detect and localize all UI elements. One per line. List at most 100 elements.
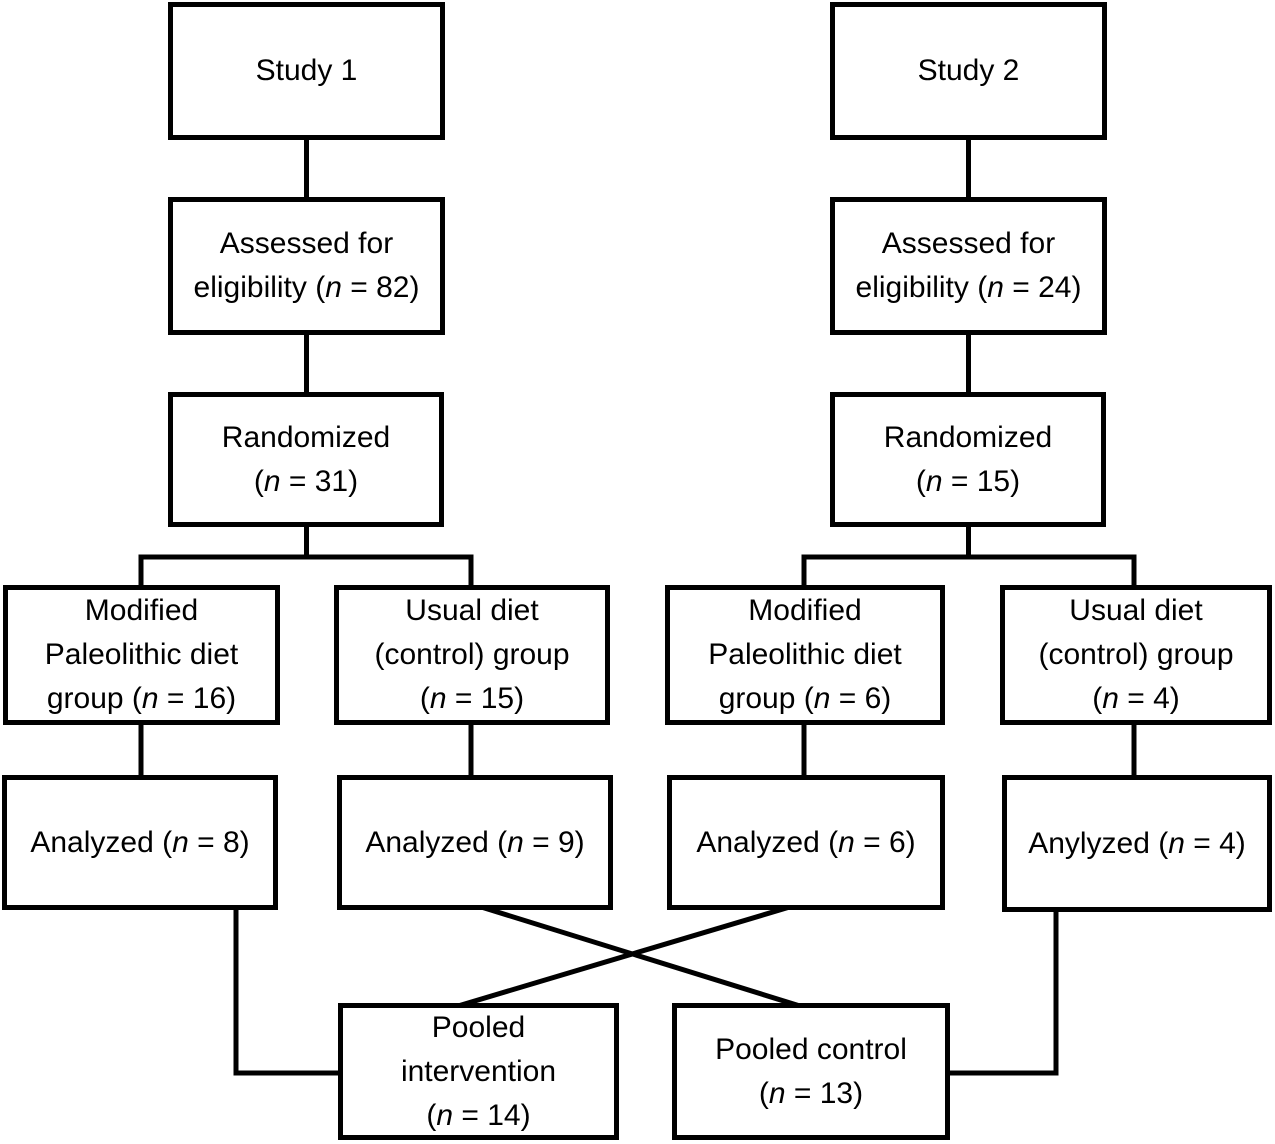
node-text-line: (n = 14) (426, 1094, 530, 1138)
label-text: = 4) (1184, 826, 1246, 860)
n-variable: n (987, 271, 1004, 304)
n-variable: n (813, 682, 831, 715)
label-text: Randomized (221, 420, 391, 454)
edge-analyzed4-to-pooled-control (946, 906, 1059, 1076)
label-text: intervention (400, 1054, 557, 1088)
node-text-line: Assessed for (220, 222, 393, 266)
node-analyzed-control-study2: Anylyzed (n = 4) (1002, 775, 1272, 912)
node-text-line: group (n = 16) (47, 677, 236, 721)
label-text: (control) group (374, 638, 570, 671)
n-variable: n (172, 825, 189, 859)
label-text: ( (758, 1076, 769, 1110)
label-text: Paleolithic diet (708, 638, 902, 671)
label-text: = 6) (854, 825, 916, 859)
node-text-line: Modified (748, 589, 861, 633)
label-text: = 9) (523, 825, 585, 859)
node-assessed-eligibility-study2: Assessed for eligibility (n = 24) (830, 197, 1107, 335)
node-text-line: (n = 4) (1092, 677, 1180, 721)
label-text: Randomized (883, 420, 1053, 454)
label-text: Analyzed ( (696, 825, 839, 859)
label-text: ( (419, 682, 430, 715)
node-usual-diet-group-study1: Usual diet (control) group (n = 15) (334, 585, 610, 725)
node-analyzed-control-study1: Analyzed (n = 9) (337, 775, 613, 910)
node-pooled-intervention: Pooled intervention (n = 14) (338, 1003, 619, 1140)
label-text: = 4) (1118, 682, 1180, 715)
node-text-line: intervention (401, 1050, 556, 1094)
label-text: ( (426, 1098, 437, 1132)
label-text: Study 2 (917, 54, 1020, 87)
node-analyzed-paleo-study1: Analyzed (n = 8) (2, 775, 278, 910)
node-paleo-diet-group-study2: Modified Paleolithic diet group (n = 6) (665, 585, 945, 725)
label-text: group ( (46, 682, 142, 715)
n-variable: n (429, 682, 447, 715)
node-text-line: eligibility (n = 24) (856, 266, 1082, 310)
node-study1: Study 1 (168, 2, 445, 140)
label-text: = 24) (1003, 271, 1082, 304)
n-variable: n (838, 825, 855, 859)
node-text-line: (n = 15) (916, 460, 1020, 504)
label-text: Modified (748, 594, 862, 627)
n-variable: n (1168, 826, 1185, 860)
n-variable: n (768, 1076, 786, 1110)
node-text-line: Pooled (432, 1006, 525, 1050)
n-variable: n (436, 1098, 454, 1132)
n-variable: n (507, 825, 524, 859)
n-variable: n (141, 682, 159, 715)
node-study2: Study 2 (830, 2, 1107, 140)
node-text-line: (control) group (374, 633, 569, 677)
label-text: = 15) (942, 464, 1021, 498)
node-text-line: (n = 31) (254, 460, 358, 504)
node-randomized-study2: Randomized (n = 15) (830, 392, 1106, 527)
label-text: group ( (718, 682, 814, 715)
label-text: = 15) (446, 682, 525, 715)
n-variable: n (325, 271, 342, 304)
node-text-line: Randomized (884, 416, 1052, 460)
label-text: = 14) (453, 1098, 531, 1132)
node-text-line: Assessed for (882, 222, 1055, 266)
label-text: Analyzed ( (365, 825, 508, 859)
label-text: = 31) (280, 464, 359, 498)
label-text: Analyzed ( (30, 825, 173, 859)
node-assessed-eligibility-study1: Assessed for eligibility (n = 82) (168, 197, 445, 335)
label-text: = 16) (158, 682, 237, 715)
label-text: eligibility ( (193, 271, 326, 304)
label-text: ( (915, 464, 926, 498)
node-paleo-diet-group-study1: Modified Paleolithic diet group (n = 16) (3, 585, 280, 725)
label-text: Paleolithic diet (44, 638, 239, 671)
node-analyzed-paleo-study2: Analyzed (n = 6) (667, 775, 945, 910)
edge-randomized1-split (138, 525, 474, 587)
label-text: = 8) (188, 825, 250, 859)
node-text-line: group (n = 6) (719, 677, 892, 721)
node-pooled-control: Pooled control (n = 13) (672, 1003, 950, 1140)
node-text-line: Randomized (222, 416, 390, 460)
label-text: Usual diet (405, 594, 539, 627)
edge-analyzed1-to-pooled-intervention (233, 906, 342, 1076)
edge-analyzed3-to-pooled-intervention (457, 903, 794, 1009)
node-text-line: Pooled control (715, 1028, 907, 1072)
node-text-line: Anylyzed (n = 4) (1028, 822, 1246, 866)
node-text-line: Paleolithic diet (45, 633, 238, 677)
label-text: = 6) (830, 682, 892, 715)
node-text-line: Analyzed (n = 9) (365, 821, 584, 865)
node-text-line: (n = 15) (420, 677, 524, 721)
node-text-line: (control) group (1038, 633, 1233, 677)
node-text-line: eligibility (n = 82) (194, 266, 420, 310)
node-text-line: Study 1 (256, 49, 358, 93)
node-text-line: Modified (85, 589, 198, 633)
node-text-line: Usual diet (405, 589, 538, 633)
node-text-line: Analyzed (n = 6) (696, 821, 915, 865)
edge-analyzed2-to-pooled-control (477, 903, 801, 1009)
label-text: ( (1092, 682, 1103, 715)
label-text: Modified (84, 594, 199, 627)
label-text: Pooled (431, 1010, 526, 1044)
label-text: = 13) (785, 1076, 864, 1110)
label-text: Study 1 (255, 54, 358, 87)
node-text-line: Analyzed (n = 8) (30, 821, 249, 865)
node-usual-diet-group-study2: Usual diet (control) group (n = 4) (1000, 585, 1272, 725)
label-text: Usual diet (1069, 594, 1203, 627)
node-text-line: Paleolithic diet (708, 633, 901, 677)
label-text: eligibility ( (855, 271, 988, 304)
label-text: Assessed for (881, 227, 1056, 260)
